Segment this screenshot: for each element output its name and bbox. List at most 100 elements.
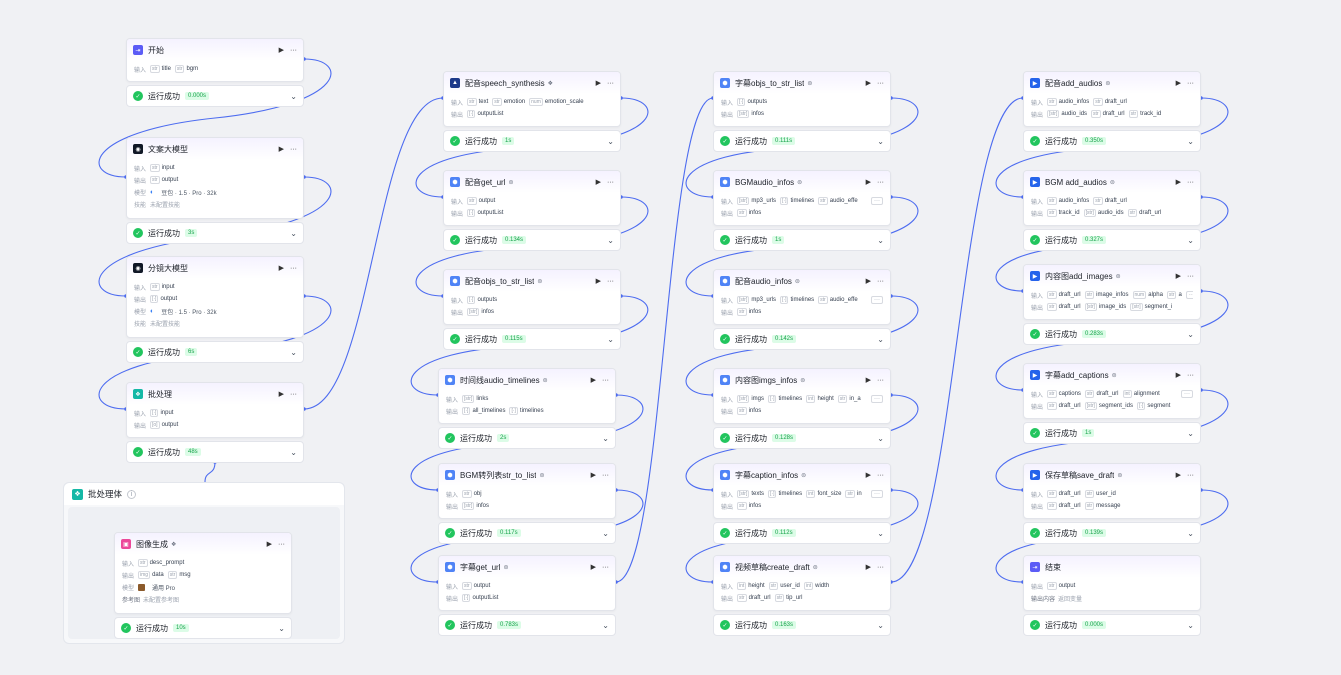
chevron-down-icon[interactable]: ⌄ [877,136,884,146]
run-icon[interactable]: ▶ [278,265,284,272]
chevron-down-icon[interactable]: ⌄ [607,235,614,245]
more-icon[interactable]: ··· [602,563,609,571]
more-icon[interactable]: ··· [607,178,614,186]
more-params-icon[interactable]: ··· [871,197,883,205]
chevron-down-icon[interactable]: ⌄ [602,528,609,538]
node-card[interactable]: ⬢配音audio_infos⊜▶···输入[str]mp3_urls[·]tim… [713,269,891,325]
more-icon[interactable]: ··· [877,178,884,186]
run-icon[interactable]: ▶ [1175,472,1181,479]
more-params-icon[interactable]: ··· [871,395,883,403]
chevron-down-icon[interactable]: ⌄ [1187,528,1194,538]
more-icon[interactable]: ··· [602,471,609,479]
run-icon[interactable]: ▶ [278,391,284,398]
more-icon[interactable]: ··· [290,390,297,398]
run-icon[interactable]: ▶ [865,377,871,384]
run-icon[interactable]: ▶ [590,564,596,571]
workflow-node-c3n3[interactable]: ⬢配音audio_infos⊜▶···输入[str]mp3_urls[·]tim… [713,269,891,350]
chevron-down-icon[interactable]: ⌄ [1187,620,1194,630]
more-params-icon[interactable]: ··· [1185,291,1193,299]
run-icon[interactable]: ▶ [1175,372,1181,379]
run-icon[interactable]: ▶ [865,278,871,285]
more-icon[interactable]: ··· [877,471,884,479]
run-icon[interactable]: ▶ [590,472,596,479]
info-icon[interactable]: i [127,489,137,499]
more-icon[interactable]: ··· [290,46,297,54]
chevron-down-icon[interactable]: ⌄ [278,623,285,633]
run-icon[interactable]: ▶ [1175,80,1181,87]
more-icon[interactable]: ··· [290,145,297,153]
chevron-down-icon[interactable]: ⌄ [877,620,884,630]
more-params-icon[interactable]: ··· [871,296,883,304]
run-icon[interactable]: ▶ [278,146,284,153]
chevron-down-icon[interactable]: ⌄ [290,347,297,357]
run-icon[interactable]: ▶ [1175,179,1181,186]
chevron-down-icon[interactable]: ⌄ [1187,428,1194,438]
workflow-node-c3n4[interactable]: ⬢内容图imgs_infos⊜▶···输入[str]imgs[·]timelin… [713,368,891,449]
run-icon[interactable]: ▶ [595,80,601,87]
more-icon[interactable]: ··· [1187,272,1194,280]
run-icon[interactable]: ▶ [865,80,871,87]
chevron-down-icon[interactable]: ⌄ [1187,235,1194,245]
more-icon[interactable]: ··· [1187,371,1194,379]
run-icon[interactable]: ▶ [865,472,871,479]
node-card[interactable]: ⬢字幕caption_infos⊜▶···输入[str]texts[·]time… [713,463,891,519]
run-icon[interactable]: ▶ [865,564,871,571]
more-icon[interactable]: ··· [1187,471,1194,479]
workflow-node-c3n5[interactable]: ⬢字幕caption_infos⊜▶···输入[str]texts[·]time… [713,463,891,544]
chevron-down-icon[interactable]: ⌄ [877,334,884,344]
more-icon[interactable]: ··· [607,277,614,285]
run-icon[interactable]: ▶ [278,47,284,54]
chevron-down-icon[interactable]: ⌄ [877,235,884,245]
chevron-down-icon[interactable]: ⌄ [290,228,297,238]
run-icon[interactable]: ▶ [1175,273,1181,280]
run-icon[interactable]: ▶ [595,179,601,186]
chevron-down-icon[interactable]: ⌄ [877,528,884,538]
more-params-icon[interactable]: ··· [1181,390,1193,398]
chevron-down-icon[interactable]: ⌄ [602,620,609,630]
more-icon[interactable]: ··· [290,264,297,272]
node-card[interactable]: ⬢BGMaudio_infos⊜▶···输入[str]mp3_urls[·]ti… [713,170,891,226]
more-params-icon[interactable]: ··· [871,490,883,498]
chevron-down-icon[interactable]: ⌄ [1187,329,1194,339]
